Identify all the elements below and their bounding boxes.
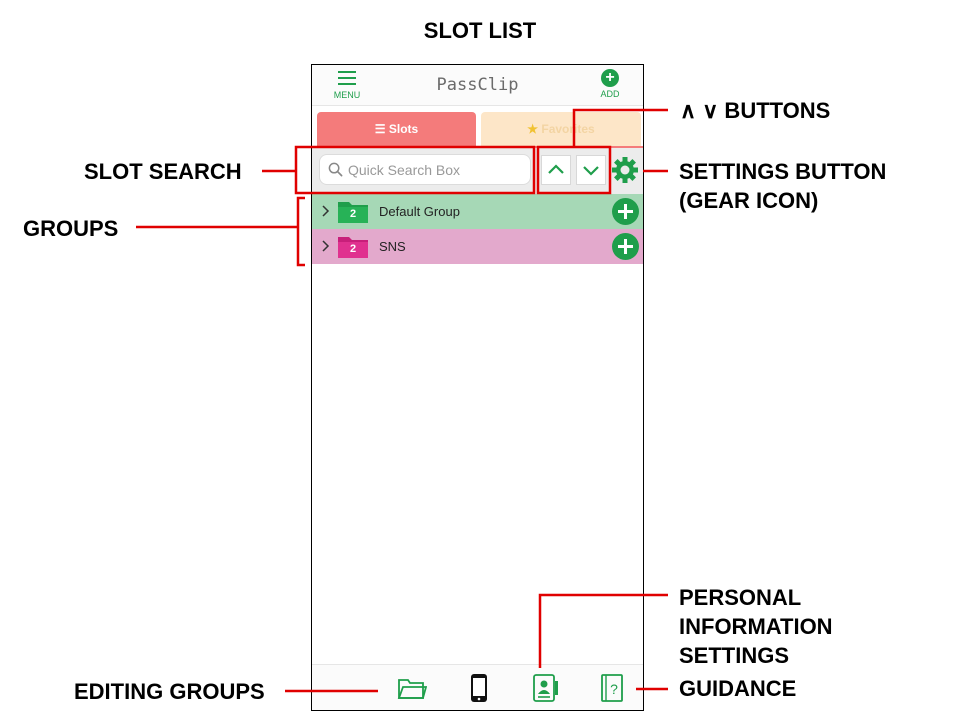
group-count: 2 — [349, 243, 357, 255]
add-label: ADD — [600, 89, 620, 99]
add-slot-button[interactable] — [612, 233, 639, 260]
label-personal-line3: SETTINGS — [679, 643, 790, 668]
add-slot-button[interactable] — [612, 198, 639, 225]
tab-slots-label: Slots — [388, 122, 419, 136]
label-updown-buttons: ∧ ∨ BUTTONS — [680, 98, 831, 123]
label-settings-line1: SETTINGS BUTTON — [679, 159, 887, 184]
hamburger-icon — [338, 71, 356, 85]
folder-icon — [338, 202, 368, 223]
chevron-right-icon — [322, 240, 330, 252]
add-button[interactable]: + ADD — [597, 69, 623, 99]
chevron-up-icon — [548, 164, 564, 174]
contact-card-icon[interactable] — [531, 673, 561, 703]
label-guidance: GUIDANCE — [679, 676, 797, 701]
plus-icon: + — [601, 69, 619, 87]
group-count: 2 — [349, 208, 357, 220]
label-settings-line2: (GEAR ICON) — [679, 188, 819, 213]
help-book-icon[interactable]: ? — [598, 673, 628, 703]
group-name: Default Group — [379, 204, 460, 219]
chevron-down-icon — [583, 166, 599, 176]
search-row — [312, 148, 643, 196]
tab-slots[interactable]: ☰ Slots — [317, 112, 476, 146]
tab-favorites[interactable]: ★ Favorites — [481, 112, 641, 146]
label-editing-groups: EDITING GROUPS — [74, 679, 265, 704]
quick-search-box[interactable] — [319, 154, 531, 185]
gear-icon[interactable] — [610, 155, 640, 185]
phone-icon[interactable] — [464, 673, 494, 703]
label-personal-line1: PERSONAL — [679, 585, 802, 610]
list-icon: ☰ — [374, 122, 386, 136]
page-title: SLOT LIST — [423, 18, 537, 43]
tab-favorites-label: Favorites — [541, 122, 595, 136]
search-icon — [328, 162, 343, 177]
groups-bracket — [296, 196, 305, 267]
label-slot-search: SLOT SEARCH — [84, 159, 242, 184]
up-button[interactable] — [541, 155, 571, 185]
chevron-right-icon — [322, 205, 330, 217]
svg-text:?: ? — [610, 681, 618, 697]
app-header: MENU PassClip + ADD — [312, 65, 643, 106]
group-row-default[interactable]: 2 Default Group — [312, 194, 643, 229]
folder-icon — [338, 237, 368, 258]
tab-bar: ☰ Slots ★ Favorites — [312, 112, 643, 146]
menu-button[interactable]: MENU — [330, 69, 364, 100]
menu-label: MENU — [333, 90, 361, 100]
group-name: SNS — [379, 239, 406, 254]
search-input[interactable] — [346, 158, 530, 182]
bottom-toolbar: ? — [312, 664, 643, 710]
down-button[interactable] — [576, 155, 606, 185]
label-personal-line2: INFORMATION — [679, 614, 833, 639]
group-row-sns[interactable]: 2 SNS — [312, 229, 643, 264]
star-icon: ★ — [527, 122, 539, 136]
label-groups: GROUPS — [23, 216, 119, 241]
folder-icon[interactable] — [397, 673, 427, 703]
phone-screen: MENU PassClip + ADD ☰ Slots ★ Favorites — [311, 64, 644, 711]
app-logo: PassClip — [436, 75, 519, 95]
